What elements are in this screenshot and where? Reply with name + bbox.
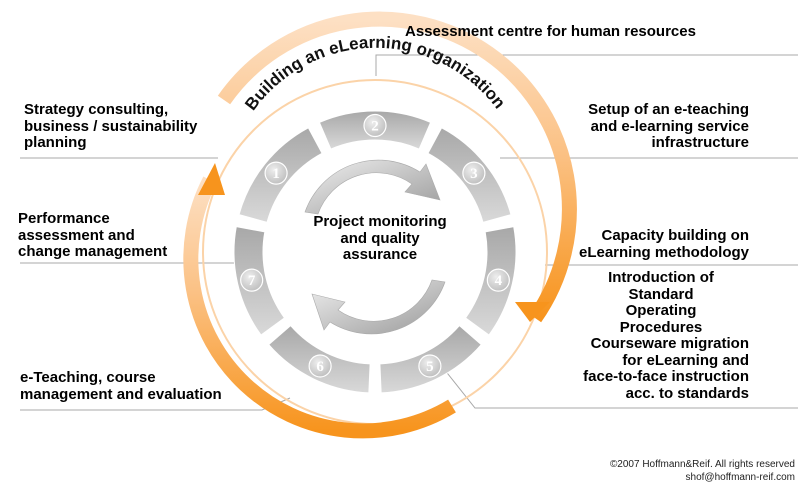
cycle-arrow-upper bbox=[304, 159, 441, 215]
label-performance-assessment: Performance assessment and change manage… bbox=[18, 210, 168, 260]
segment-number-badge-3 bbox=[462, 161, 486, 185]
segment-number-badge-1 bbox=[264, 161, 288, 185]
cycle-arrow-lower bbox=[311, 279, 446, 335]
segment-number-3: 3 bbox=[470, 166, 478, 182]
label-standard-operating-procedures: Introduction of Standard Operating Proce… bbox=[608, 269, 714, 336]
orange-arc-right bbox=[217, 11, 577, 323]
label-strategy-consulting: Strategy consulting, business / sustaina… bbox=[24, 101, 198, 151]
cycle-arrows bbox=[304, 159, 446, 335]
label-eteaching: e-Teaching, course management and evalua… bbox=[20, 369, 222, 403]
segment-number-badge-7 bbox=[240, 268, 264, 292]
segment-number-7: 7 bbox=[248, 273, 256, 289]
segment-number-1: 1 bbox=[272, 166, 280, 182]
label-assessment-centre: Assessment centre for human resources bbox=[405, 23, 696, 40]
email-text: shof@hoffmann-reif.com bbox=[685, 472, 795, 483]
segment-number-badge-6 bbox=[308, 354, 332, 378]
label-capacity-building: Capacity building on eLearning methodolo… bbox=[578, 227, 749, 261]
segment-number-6: 6 bbox=[316, 359, 324, 375]
orange-arrowhead-left bbox=[198, 163, 225, 195]
segment-number-5: 5 bbox=[426, 359, 434, 375]
orange-arc-left bbox=[183, 176, 456, 439]
label-courseware-migration: Courseware migration for eLearning and f… bbox=[583, 335, 749, 402]
segment-ring: 1 2 3 4 5 6 7 bbox=[233, 110, 517, 394]
center-text: Project monitoring and quality assurance bbox=[313, 213, 447, 263]
segment-number-2: 2 bbox=[371, 119, 379, 135]
orange-arrowhead-right bbox=[515, 302, 550, 322]
copyright-text: ©2007 Hoffmann&Reif. All rights reserved bbox=[609, 459, 795, 470]
leader-line-top bbox=[375, 54, 798, 76]
segment-number-4: 4 bbox=[495, 273, 503, 289]
segment-number-badge-4 bbox=[486, 268, 510, 292]
segment-number-badge-2 bbox=[363, 113, 387, 138]
label-setup-infrastructure: Setup of an e-teaching and e-learning se… bbox=[588, 101, 749, 151]
segment-number-badge-5 bbox=[418, 354, 442, 378]
leader-line-courseware bbox=[439, 363, 798, 409]
